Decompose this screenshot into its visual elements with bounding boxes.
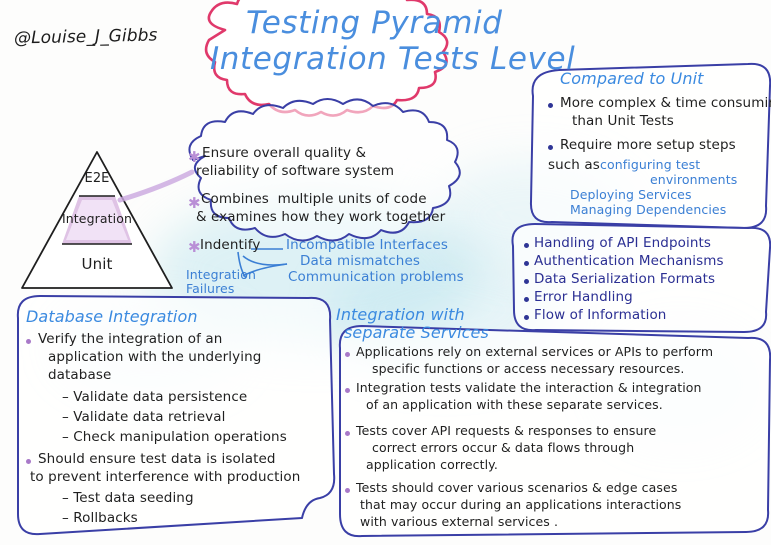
bullet-dot-icon: [524, 315, 529, 320]
bullet-dot-icon: [524, 279, 529, 284]
db-bullet-2-line-2: to prevent interference with production: [30, 469, 301, 485]
integration-failures-callout-line2: Failures: [186, 281, 235, 296]
pyramid-tier-unit: Unit: [81, 255, 113, 273]
bullet-dot-icon: [26, 339, 31, 344]
compared-bullet-1-line-1: More complex & time consuming: [560, 95, 771, 111]
api-aspect-item-3: Data Serialization Formats: [534, 271, 716, 287]
ss-bullet-3-line-1: Tests cover API requests & responses to …: [356, 423, 657, 438]
bullet-dot-icon: [548, 103, 553, 108]
compared-bullet-1-line-2: than Unit Tests: [572, 113, 674, 129]
identify-item-2: Data mismatches: [300, 253, 420, 269]
pyramid-to-cloud-connector: [117, 169, 195, 203]
ss-bullet-4-line-1: Tests should cover various scenarios & e…: [356, 480, 678, 495]
ss-bullet-1-line-2: specific functions or access necessary r…: [372, 361, 685, 376]
database-integration-heading: Database Integration: [26, 307, 198, 326]
cloud-bullet-3-identify: Indentify: [200, 237, 261, 253]
compared-bullet-2-line-2: such as: [548, 157, 600, 173]
compared-sub-item-4: Managing Dependencies: [570, 202, 727, 217]
compared-sub-item-3: Deploying Services: [570, 187, 692, 202]
compared-to-unit-heading: Compared to Unit: [560, 69, 704, 88]
separate-services-heading-line1: Integration with: [336, 305, 465, 324]
star-bullet-icon: ✱: [188, 238, 201, 256]
api-aspect-item-4: Error Handling: [534, 289, 633, 305]
integration-failures-callout-line1: Integration: [186, 267, 256, 282]
bullet-dot-icon: [345, 352, 350, 357]
compared-sub-item-2: environments: [650, 172, 738, 187]
ss-bullet-4-line-3: with various external services .: [360, 514, 559, 529]
db-sub-item-2: – Validate data retrieval: [62, 409, 226, 425]
page-title-line1: Testing Pyramid: [246, 5, 503, 41]
star-bullet-icon: ✱: [188, 194, 201, 212]
db-sub-item-3: – Check manipulation operations: [62, 429, 287, 445]
bullet-dot-icon: [524, 261, 529, 266]
api-aspect-item-1: Handling of API Endpoints: [534, 235, 712, 251]
bullet-dot-icon: [345, 431, 350, 436]
bullet-dot-icon: [524, 297, 529, 302]
separate-services-heading-line2: separate Services: [344, 323, 489, 342]
cloud-bullet-1-line-1: Ensure overall quality &: [202, 145, 367, 161]
bullet-dot-icon: [548, 145, 553, 150]
compared-bullet-2-line-1: Require more setup steps: [560, 137, 736, 153]
ss-bullet-2-line-1: Integration tests validate the interacti…: [356, 380, 702, 395]
db-bullet-1-line-1: Verify the integration of an: [38, 331, 223, 347]
identify-item-3: Communication problems: [288, 269, 464, 285]
identify-item-1: Incompatible Interfaces: [286, 237, 448, 253]
author-handle: @Louise_J_Gibbs: [13, 25, 158, 49]
cloud-bullet-2-line-1: Combines multiple units of code: [201, 191, 427, 207]
ss-bullet-2-line-2: of an application with these separate se…: [366, 397, 663, 412]
api-aspect-item-2: Authentication Mechanisms: [534, 253, 724, 269]
page-title-line2: Integration Tests Level: [210, 41, 576, 77]
cloud-bullet-2-line-2: & examines how they work together: [196, 209, 446, 225]
db-bullet-1-line-2: application with the underlying: [48, 349, 262, 365]
db-sub-item-1: – Validate data persistence: [62, 389, 248, 405]
compared-sub-item-1: configuring test: [600, 157, 701, 172]
api-aspect-item-5: Flow of Information: [534, 307, 667, 323]
db-bullet-2-line-1: Should ensure test data is isolated: [38, 451, 276, 467]
bullet-dot-icon: [524, 243, 529, 248]
bullet-dot-icon: [345, 388, 350, 393]
pyramid-tier-e2e: E2E: [84, 171, 110, 186]
ss-bullet-1-line-1: Applications rely on external services o…: [356, 344, 714, 359]
db-sub-item-4: – Test data seeding: [62, 490, 194, 506]
identify-arrow-2: [242, 255, 288, 266]
bullet-dot-icon: [26, 459, 31, 464]
db-bullet-1-line-3: database: [48, 367, 112, 383]
bullet-dot-icon: [345, 488, 350, 493]
ss-bullet-4-line-2: that may occur during an applications in…: [360, 497, 682, 512]
pyramid-tier-integration: Integration: [62, 211, 132, 226]
star-bullet-icon: ✱: [188, 148, 201, 166]
db-sub-item-5: – Rollbacks: [62, 510, 138, 526]
ss-bullet-3-line-2: correct errors occur & data flows throug…: [372, 440, 635, 455]
ss-bullet-3-line-3: application correctly.: [366, 457, 498, 472]
cloud-bullet-1-line-2: reliability of software system: [196, 163, 395, 179]
